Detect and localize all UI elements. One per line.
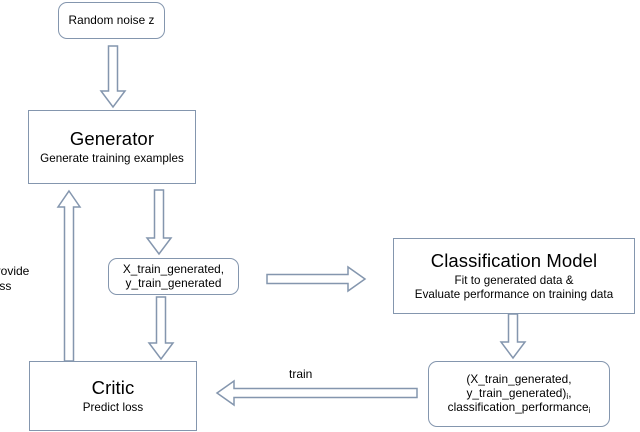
node-generator-title: Generator <box>69 128 155 150</box>
node-generator-subtitle: Generate training examples <box>40 152 184 166</box>
node-classification-model-title: Classification Model <box>430 250 598 272</box>
edge-label-provide-loss-line2: loss <box>0 278 12 293</box>
node-results-line2-tail: , <box>568 385 572 400</box>
node-classification-model-subtitle-line1: Fit to generated data & <box>454 274 574 288</box>
arrow-noise-to-generator <box>99 45 127 109</box>
arrow-classification-model-to-results <box>499 313 527 360</box>
arrow-generated-data-to-classification-model <box>266 265 367 293</box>
arrow-critic-to-generator <box>56 189 82 362</box>
edge-label-train: train <box>289 367 312 382</box>
node-results-line2-text: y_train_generated) <box>466 385 567 400</box>
node-results-line3: classification_performancei <box>447 399 591 415</box>
arrow-results-to-critic <box>215 379 418 407</box>
edge-label-train-text: train <box>289 367 313 381</box>
node-results-line3-subscript: i <box>588 405 591 415</box>
arrow-generated-data-to-critic <box>147 296 175 361</box>
node-generator[interactable]: Generator Generate training examples <box>28 110 196 184</box>
node-critic-title: Critic <box>91 377 135 399</box>
node-results-line2-subscript: i <box>566 391 569 401</box>
node-results-line3-text: classification_performance <box>447 399 589 414</box>
node-results-line1: (X_train_generated, <box>466 371 572 386</box>
node-results[interactable]: (X_train_generated, y_train_generated)i,… <box>428 361 610 427</box>
arrow-generator-to-generated-data <box>145 189 173 256</box>
node-generated-data-line1: X_train_generated, <box>122 261 225 276</box>
node-random-noise-label: Random noise z <box>68 12 155 27</box>
edge-label-provide-loss: provide loss <box>0 264 29 293</box>
node-results-line2: y_train_generated)i, <box>466 385 572 401</box>
node-generated-data-line2: y_train_generated <box>125 275 222 290</box>
node-critic[interactable]: Critic Predict loss <box>29 361 197 431</box>
node-critic-subtitle: Predict loss <box>82 401 144 415</box>
node-classification-model-subtitle-line2: Evaluate performance on training data <box>414 287 614 301</box>
node-classification-model[interactable]: Classification Model Fit to generated da… <box>393 238 635 314</box>
edge-label-provide-loss-line1: provide <box>0 264 30 278</box>
node-generated-data[interactable]: X_train_generated, y_train_generated <box>108 258 239 295</box>
node-random-noise[interactable]: Random noise z <box>58 2 165 39</box>
